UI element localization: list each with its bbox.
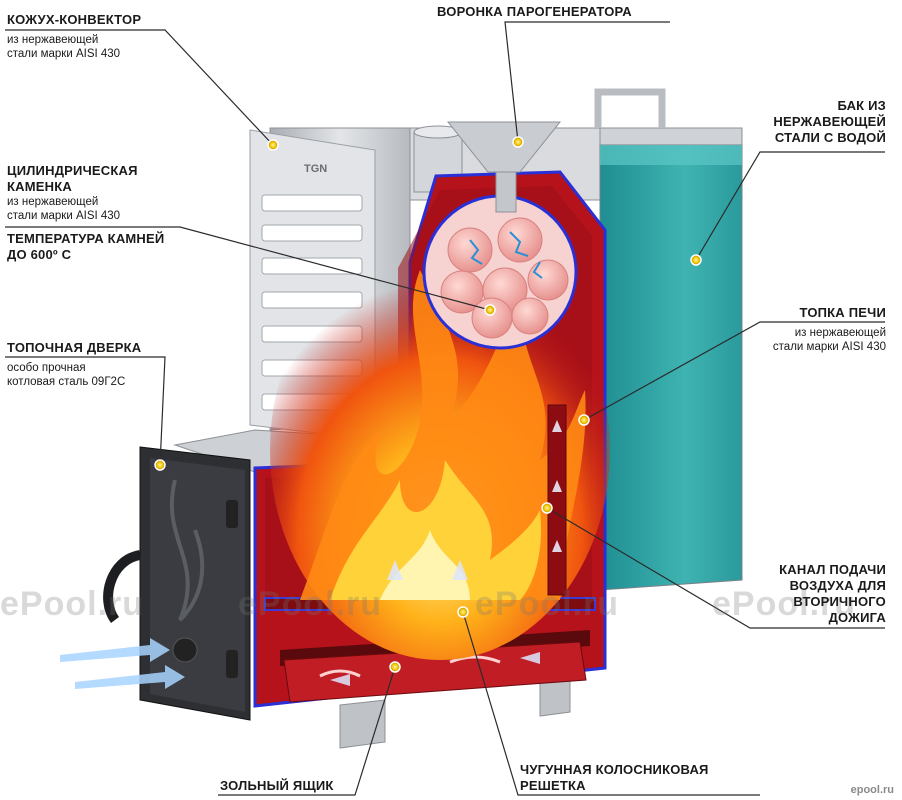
label-grate: ЧУГУННАЯ КОЛОСНИКОВАЯ РЕШЕТКА [520, 762, 709, 794]
label-firebox-sub-1: из нержавеющей [794, 327, 886, 339]
label-convector: КОЖУХ-КОНВЕКТОР из нержавеющей стали мар… [7, 12, 141, 61]
label-air-channel-title-1: КАНАЛ ПОДАЧИ [779, 562, 886, 577]
watermark-4: ePool.ru [712, 585, 857, 623]
label-heater-temp-2: ДО 600º С [7, 247, 72, 262]
watermark-3: ePool.ru [475, 585, 620, 623]
watermark-1: ePool.ru [0, 585, 145, 623]
label-ash-box: ЗОЛЬНЫЙ ЯЩИК [220, 778, 334, 794]
label-tank-title-3: СТАЛИ С ВОДОЙ [774, 130, 886, 145]
dot-funnel [512, 136, 524, 148]
firebox-door [103, 446, 251, 721]
label-air-channel: КАНАЛ ПОДАЧИ ВОЗДУХА ДЛЯ ВТОРИЧНОГО ДОЖИ… [779, 562, 886, 626]
label-firebox-title: ТОПКА ПЕЧИ [799, 305, 886, 320]
stone-heater [422, 194, 578, 350]
water-tank [599, 144, 743, 591]
dot-air-channel [541, 502, 553, 514]
label-convector-sub-2: стали марки AISI 430 [7, 48, 121, 60]
label-funnel: ВОРОНКА ПАРОГЕНЕРАТОРА [437, 4, 632, 20]
dot-grate [457, 606, 469, 618]
intake-air-arrows [60, 638, 185, 689]
label-air-channel-title-2: ВОЗДУХА ДЛЯ [789, 578, 886, 593]
label-funnel-title: ВОРОНКА ПАРОГЕНЕРАТОРА [437, 4, 632, 19]
label-convector-sub-1: из нержавеющей [7, 34, 99, 46]
label-air-channel-title-3: ВТОРИЧНОГО [793, 594, 886, 609]
label-ash-box-title: ЗОЛЬНЫЙ ЯЩИК [220, 778, 334, 793]
dot-firebox [578, 414, 590, 426]
label-heater-title-1: ЦИЛИНДРИЧЕСКАЯ [7, 163, 138, 178]
label-tank-title-1: БАК ИЗ [837, 98, 886, 113]
label-door-sub-2: котловая сталь 09Г2С [7, 376, 126, 388]
dot-heater [484, 304, 496, 316]
label-heater-sub-1: из нержавеющей [7, 196, 99, 208]
callout-dots [154, 136, 702, 673]
label-heater-sub-2: стали марки AISI 430 [7, 210, 121, 222]
label-heater-title-2: КАМЕНКА [7, 179, 72, 194]
label-door-title: ТОПОЧНАЯ ДВЕРКА [7, 340, 142, 355]
dot-convector [267, 139, 279, 151]
brand-logo: TGN [304, 163, 327, 175]
label-heater-temp-1: ТЕМПЕРАТУРА КАМНЕЙ [7, 231, 165, 246]
steam-funnel [446, 121, 562, 213]
label-door-sub-1: особо прочная [7, 362, 86, 374]
label-heater: ЦИЛИНДРИЧЕСКАЯ КАМЕНКА из нержавеющей ст… [7, 163, 164, 263]
dot-ash-box [389, 661, 401, 673]
label-air-channel-title-4: ДОЖИГА [828, 610, 886, 625]
air-flow-arrows [330, 560, 540, 686]
label-door: ТОПОЧНАЯ ДВЕРКА особо прочная котловая с… [7, 340, 141, 389]
watermark-2: ePool.ru [238, 585, 383, 623]
label-tank: БАК ИЗ НЕРЖАВЕЮЩЕЙ СТАЛИ С ВОДОЙ [773, 98, 886, 146]
watermark-small: epool.ru [850, 784, 894, 796]
air-channel [547, 404, 567, 596]
label-grate-title-1: ЧУГУННАЯ КОЛОСНИКОВАЯ [520, 762, 709, 777]
label-convector-title: КОЖУХ-КОНВЕКТОР [7, 12, 142, 27]
label-firebox: ТОПКА ПЕЧИ из нержавеющей стали марки AI… [773, 305, 886, 354]
label-tank-title-2: НЕРЖАВЕЮЩЕЙ [773, 114, 886, 129]
dot-door [154, 459, 166, 471]
label-grate-title-2: РЕШЕТКА [520, 778, 586, 793]
label-firebox-sub-2: стали марки AISI 430 [772, 341, 886, 353]
leader-lines [5, 21, 885, 796]
dot-tank [690, 254, 702, 266]
